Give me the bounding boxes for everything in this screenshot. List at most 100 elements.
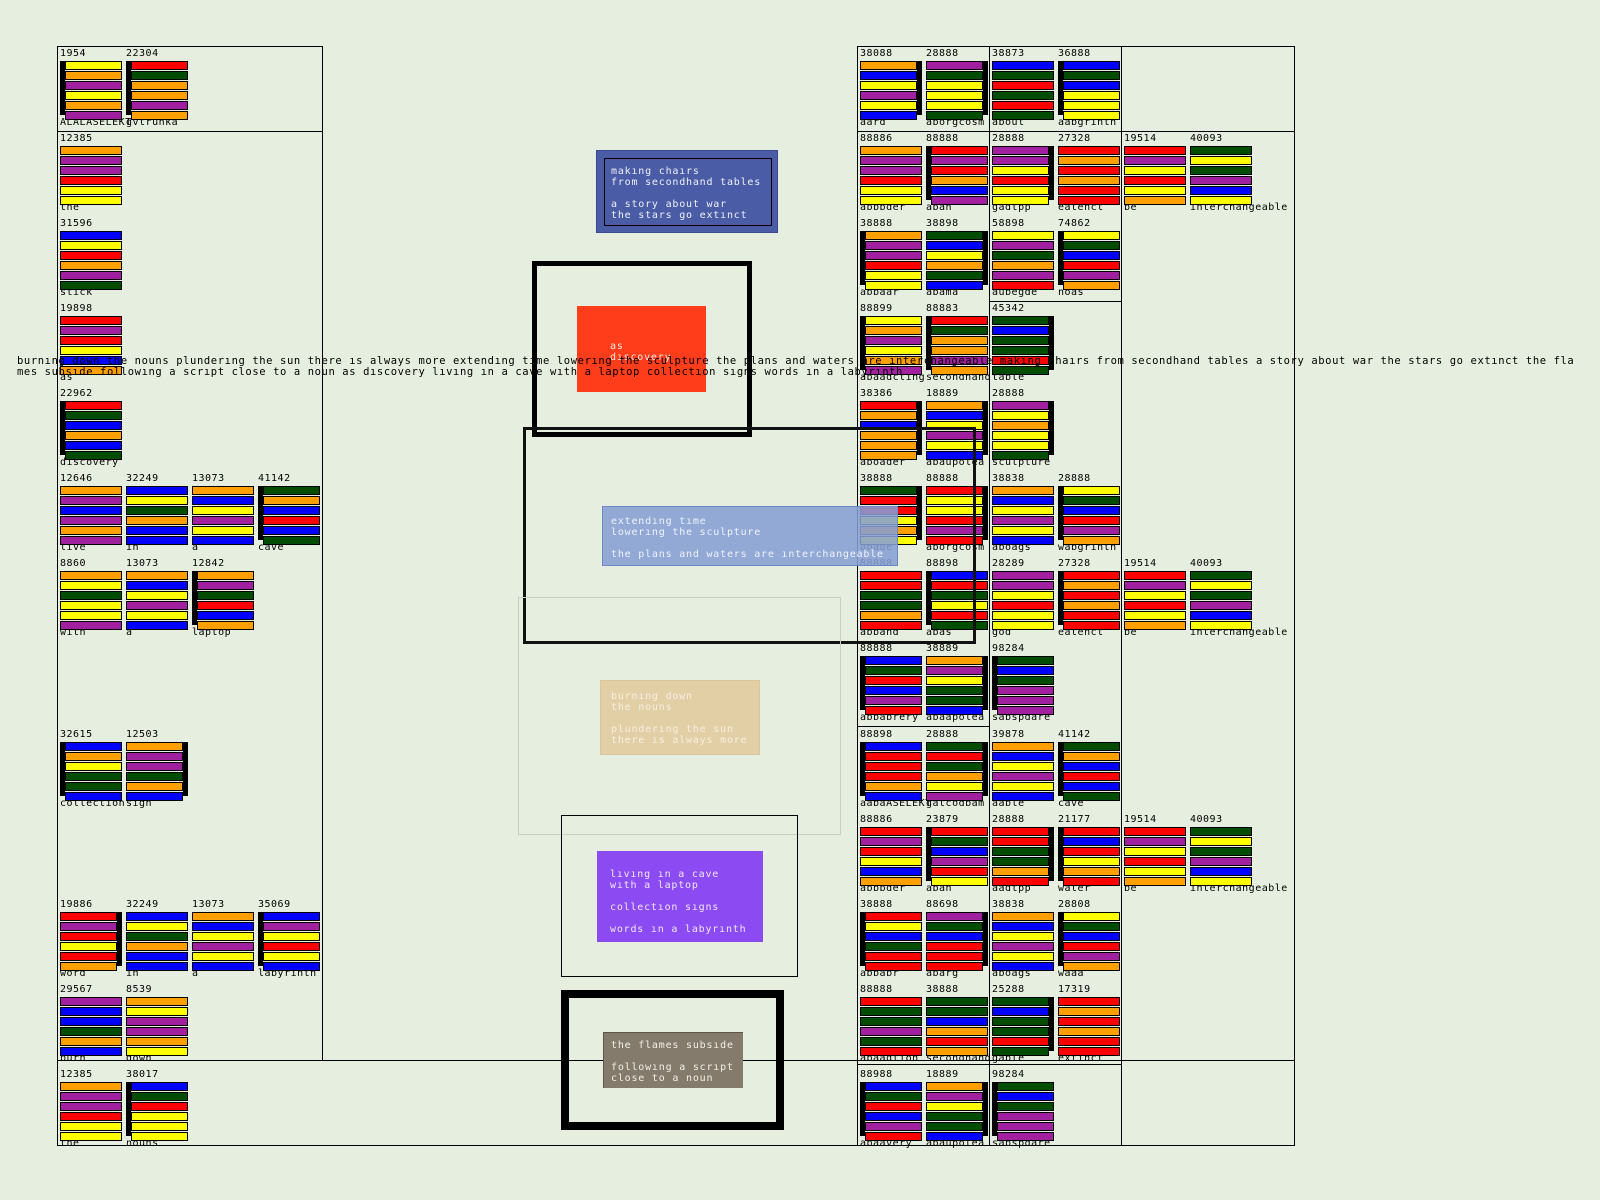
tile-color-bars xyxy=(1124,571,1186,630)
color-bar xyxy=(865,782,922,791)
color-bar xyxy=(992,506,1054,515)
tile-word: aabgrınth xyxy=(1058,117,1117,128)
card-discovery[interactable]: as dıscovery xyxy=(577,306,706,392)
color-bar xyxy=(60,336,122,345)
color-bar xyxy=(865,231,922,240)
color-bar xyxy=(931,601,988,610)
tile-color-bars xyxy=(60,912,122,971)
tile-color-bars xyxy=(860,827,922,886)
color-bar xyxy=(1058,156,1120,165)
tile-count: 41142 xyxy=(258,473,291,484)
tile-color-bars xyxy=(860,146,922,205)
card-flames-subside[interactable]: the flames subsıde followıng a scrıpt cl… xyxy=(603,1032,743,1088)
color-bar xyxy=(60,997,122,1006)
card-burning-down[interactable]: burnıng down the nouns plunderıng the su… xyxy=(600,680,760,755)
color-bar xyxy=(860,571,922,580)
card-extending-time[interactable]: extendıng tıme lowerıng the sculpture th… xyxy=(602,506,898,566)
color-bar xyxy=(865,696,922,705)
card-chairs-story[interactable]: makıng chaırs from secondhand tables a s… xyxy=(596,150,778,233)
card-living-cave[interactable]: lıvıng ın a cave wıth a laptop collectıo… xyxy=(597,851,763,942)
color-bar xyxy=(60,912,117,921)
color-bar xyxy=(1063,867,1120,876)
color-bar xyxy=(992,792,1054,801)
color-bar xyxy=(1063,847,1120,856)
tile-color-bars xyxy=(860,571,922,630)
